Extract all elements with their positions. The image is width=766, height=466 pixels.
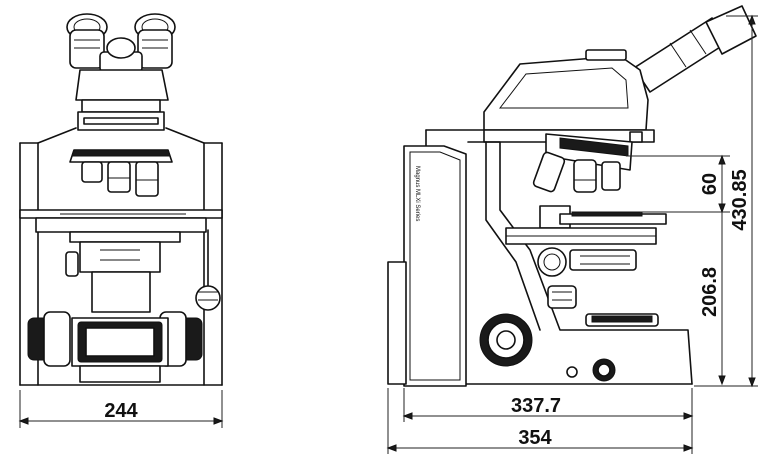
dimension-label-side-base-length: 337.7 bbox=[511, 395, 561, 417]
dimension-stage-height: 206.8 bbox=[699, 212, 726, 386]
dimension-label-front-width: 244 bbox=[104, 400, 138, 422]
front-nosepiece bbox=[69, 149, 173, 197]
dimension-label-objective-to-stage: 60 bbox=[699, 173, 721, 195]
side-display-panel: Magnus MLXi Series bbox=[387, 145, 467, 387]
dimension-side-base-length: 337.7 bbox=[402, 388, 694, 422]
side-head bbox=[483, 49, 655, 143]
dimension-side-total-length: 354 bbox=[386, 388, 694, 454]
front-head bbox=[75, 69, 169, 131]
side-eyepiece bbox=[633, 5, 757, 93]
front-eyepieces bbox=[66, 13, 176, 73]
dimension-front-width: 244 bbox=[18, 390, 224, 428]
side-base bbox=[479, 313, 659, 382]
dimension-label-overall-height: 430.85 bbox=[729, 169, 751, 230]
side-focus-knobs bbox=[537, 247, 637, 309]
front-stage bbox=[19, 209, 223, 243]
dimension-overall-height: 430.85 bbox=[694, 14, 758, 388]
front-body bbox=[65, 229, 209, 313]
front-view: 244 bbox=[18, 13, 224, 428]
body-label: Magnus MLXi Series bbox=[414, 166, 420, 221]
side-stage bbox=[505, 205, 667, 245]
dimension-label-side-total-length: 354 bbox=[518, 427, 552, 449]
side-view: Magnus MLXi Series bbox=[386, 5, 758, 454]
side-nosepiece bbox=[532, 133, 633, 193]
front-base bbox=[19, 317, 223, 386]
dimension-label-stage-height: 206.8 bbox=[699, 267, 721, 317]
dimension-objective-to-stage: 60 bbox=[626, 154, 730, 214]
